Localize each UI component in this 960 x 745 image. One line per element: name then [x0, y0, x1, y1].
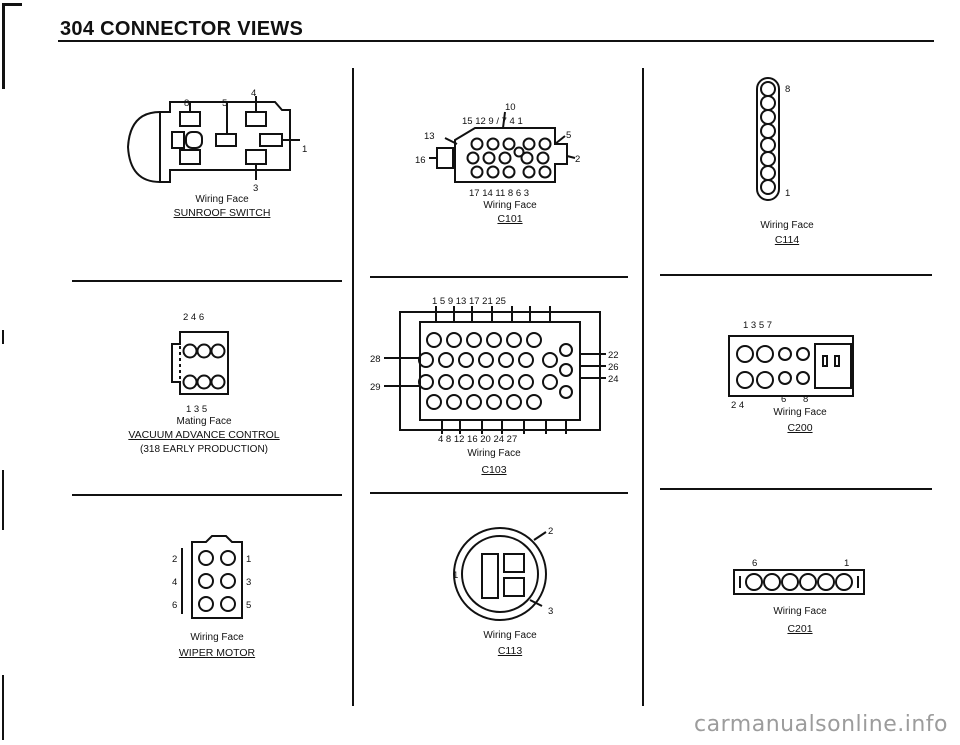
face-label: Wiring Face [483, 630, 537, 641]
pin-label: 24 [608, 374, 619, 385]
pin-label: 13 [424, 131, 435, 142]
pin-label: 2 4 6 [183, 312, 204, 323]
pin-label: 1 5 9 13 17 21 25 [432, 296, 506, 307]
title-rule [58, 40, 934, 42]
connector-name: WIPER MOTOR [178, 647, 256, 659]
pin-label: 4 8 12 16 20 24 27 [438, 434, 517, 445]
c101-diagram: 10 15 12 9 / 7 4 1 13 16 5 2 17 14 11 8 … [415, 102, 580, 199]
pin-label: 8 [803, 394, 808, 405]
pin-label: 8 [184, 98, 189, 109]
connector-name: VACUUM ADVANCE CONTROL [128, 429, 280, 441]
connector-note: (318 EARLY PRODUCTION) [140, 444, 268, 455]
row-divider [72, 494, 342, 496]
face-label: Wiring Face [483, 200, 537, 211]
pin-label: 1 [302, 144, 307, 155]
margin-tick [2, 470, 4, 530]
face-label: Wiring Face [467, 448, 521, 459]
face-label: Wiring Face [760, 220, 814, 231]
connector-name: C200 [787, 422, 813, 434]
connector-name: C114 [774, 234, 800, 246]
sunroof-switch-diagram: 8 5 4 1 3 [126, 88, 307, 194]
pin-label: 16 [415, 155, 426, 166]
connector-name: C113 [497, 645, 523, 657]
pin-label: 28 [370, 354, 381, 365]
connector-name: C101 [497, 213, 523, 225]
c114-diagram: 8 1 [756, 77, 790, 201]
pin-label: 6 [172, 600, 177, 611]
column-divider [642, 68, 644, 706]
vacuum-advance-diagram: 2 4 6 1 3 5 [171, 312, 229, 415]
pin-label: 17 14 11 8 6 3 [469, 188, 529, 199]
pin-label: 4 [251, 88, 256, 99]
pin-label: 3 [253, 183, 258, 194]
face-label: Wiring Face [195, 194, 249, 205]
pin-label: 4 [172, 577, 177, 588]
pin-label: 22 [608, 350, 619, 361]
pin-label: 5 [222, 98, 227, 109]
pin-label: 26 [608, 362, 619, 373]
pin-label: 2 4 [731, 400, 744, 411]
pin-label: 2 [172, 554, 177, 565]
connector-name: C103 [481, 464, 507, 476]
c113-diagram: 1 2 3 [453, 526, 553, 621]
row-divider [370, 492, 628, 494]
face-label: Wiring Face [190, 632, 244, 643]
row-divider [660, 274, 932, 276]
pin-label: 1 3 5 7 [743, 320, 772, 331]
pin-label: 5 [246, 600, 251, 611]
pin-label: 1 [453, 570, 458, 581]
corner-mark [2, 3, 22, 6]
wiper-motor-diagram: 2 1 4 3 6 5 [172, 535, 251, 619]
c103-diagram: 1 5 9 13 17 21 25 28 29 22 26 24 4 8 12 … [370, 296, 619, 445]
pin-label: 1 [246, 554, 251, 565]
row-divider [370, 276, 628, 278]
pin-label: 8 [785, 84, 790, 95]
pin-label: 6 [781, 394, 786, 405]
pin-label: 3 [548, 606, 553, 617]
face-label: Wiring Face [773, 407, 827, 418]
pin-label: 2 [575, 154, 580, 165]
c201-diagram: 6 1 [733, 558, 865, 595]
pin-label: 1 3 5 [186, 404, 207, 415]
pin-label: 15 12 9 / 7 4 1 [462, 116, 523, 127]
corner-mark [2, 3, 5, 89]
page-title: 304 CONNECTOR VIEWS [60, 18, 304, 40]
face-label: Wiring Face [773, 606, 827, 617]
pin-label: 3 [246, 577, 251, 588]
column-divider [352, 68, 354, 706]
row-divider [72, 280, 342, 282]
connector-name: SUNROOF SWITCH [173, 207, 271, 219]
face-label: Mating Face [176, 416, 232, 427]
pin-label: 10 [505, 102, 516, 113]
pin-label: 1 [785, 188, 790, 199]
pin-label: 1 [844, 558, 849, 569]
pin-label: 2 [548, 526, 553, 537]
pin-label: 5 [566, 130, 571, 141]
c200-diagram: 1 3 5 7 2 4 6 8 [728, 320, 854, 411]
margin-tick [2, 330, 4, 344]
pin-label: 6 [752, 558, 757, 569]
pin-label: 29 [370, 382, 381, 393]
margin-tick [2, 675, 4, 740]
watermark: carmanualsonline.info [694, 712, 948, 737]
connector-name: C201 [787, 623, 813, 635]
row-divider [660, 488, 932, 490]
